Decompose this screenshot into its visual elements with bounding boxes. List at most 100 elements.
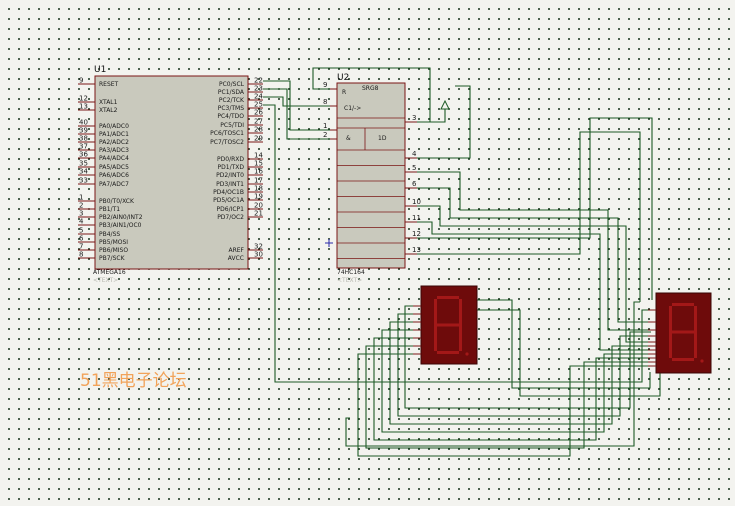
u1-pin-number: 1 bbox=[79, 194, 83, 202]
seg7-segment bbox=[694, 306, 697, 332]
u1-pin-name: AREF bbox=[228, 247, 244, 254]
u1-ref-label: U1 bbox=[94, 65, 106, 75]
seg7-segment bbox=[672, 303, 694, 306]
u1-pin-number: 21 bbox=[254, 210, 263, 218]
u1-pin-name: PD7/OC2 bbox=[217, 214, 244, 221]
u2-ref-label: U2 bbox=[337, 73, 349, 83]
seg7-display-1[interactable] bbox=[413, 285, 478, 365]
seg7-display-2[interactable] bbox=[648, 292, 712, 374]
u1-pin-number: 2 bbox=[79, 202, 83, 210]
u1-pin-name: PC7/TOSC2 bbox=[210, 139, 244, 146]
u1-pin-number: 26 bbox=[254, 109, 263, 117]
u1-pin-name: XTAL2 bbox=[99, 107, 118, 114]
u1-pin-name: PC0/SCL bbox=[219, 81, 245, 88]
u2-reset-label: R bbox=[342, 89, 346, 96]
u1-pin-number: 33 bbox=[79, 177, 88, 185]
u1-pin-name: PC3/TMS bbox=[218, 105, 244, 112]
seg7-segment bbox=[669, 306, 672, 332]
forum-watermark: 51黑电子论坛 bbox=[80, 371, 187, 391]
u1-pin-name: PA0/ADC0 bbox=[99, 123, 129, 130]
u1-pin-number: 18 bbox=[254, 185, 263, 193]
u1-pin-number: 16 bbox=[254, 168, 263, 176]
u1-pin-name: PB3/AIN1/OC0 bbox=[99, 222, 142, 229]
seg7-segment bbox=[672, 330, 694, 334]
u1-pin-name: PC1/SDA bbox=[218, 89, 245, 96]
u2-pin-number: 5 bbox=[412, 164, 416, 172]
u1-pin-name: PA3/ADC3 bbox=[99, 147, 129, 154]
u1-pin-number: 40 bbox=[79, 119, 88, 127]
u1-pin-number: 37 bbox=[79, 143, 88, 151]
u1-pin-name: PD1/TXD bbox=[218, 164, 245, 171]
u1-pin-number: 23 bbox=[254, 85, 263, 93]
u1-pin-name: PA6/ADC6 bbox=[99, 172, 129, 179]
u1-pin-name: PA5/ADC5 bbox=[99, 164, 129, 171]
seg7-decimal-point bbox=[465, 352, 469, 356]
u1-text-placeholder: <TEXT> bbox=[93, 277, 118, 284]
u1-pin-number: 35 bbox=[79, 160, 88, 168]
u1-pin-number: 17 bbox=[254, 177, 263, 185]
u1-pin-name: PD4/OC1B bbox=[213, 189, 244, 196]
u1-pin-number: 8 bbox=[79, 251, 83, 259]
u2-srg8-label: SRG8 bbox=[362, 85, 379, 92]
u1-pin-name: PD5/OC1A bbox=[213, 197, 245, 204]
u1-pin-number: 12 bbox=[79, 95, 88, 103]
u1-pin-number: 3 bbox=[79, 210, 83, 218]
u2-pin-number: 13 bbox=[412, 246, 421, 254]
u1-pin-name: PC6/TOSC1 bbox=[210, 130, 244, 137]
u1-pin-number: 36 bbox=[79, 151, 88, 159]
u1-pin-name: PA4/ADC4 bbox=[99, 155, 129, 162]
seg7-segment bbox=[437, 296, 459, 299]
u1-pin-number: 25 bbox=[254, 101, 263, 109]
u1-pin-name: PB4/SS bbox=[99, 231, 120, 238]
u1-pin-number: 39 bbox=[79, 127, 88, 135]
u1-pin-number: 32 bbox=[254, 243, 263, 251]
u2-text-placeholder: <TEXT> bbox=[337, 277, 362, 284]
u2-pin-number: 1 bbox=[323, 122, 327, 130]
u1-pin-number: 20 bbox=[254, 202, 263, 210]
u1-pin-name: PA7/ADC7 bbox=[99, 181, 129, 188]
seg7-segment bbox=[669, 332, 672, 358]
seg7-segment bbox=[459, 299, 462, 325]
u2-and-label: & bbox=[346, 135, 351, 142]
u1-pin-name: AVCC bbox=[228, 255, 244, 262]
u1-pin-name: PB1/T1 bbox=[99, 206, 120, 213]
u1-body[interactable] bbox=[94, 75, 249, 270]
u2-clock-label: C1/-> bbox=[344, 105, 361, 112]
u1-pin-name: PB6/MISO bbox=[99, 247, 128, 254]
u1-pin-number: 34 bbox=[79, 168, 88, 176]
wire-net[interactable] bbox=[263, 67, 661, 457]
u1-pin-name: XTAL1 bbox=[99, 99, 118, 106]
seg7-segment bbox=[437, 323, 459, 327]
u2-pin-number: 11 bbox=[412, 214, 421, 222]
u1-pin-name: PA1/ADC1 bbox=[99, 131, 129, 138]
u1-pin-name: PD0/RXD bbox=[217, 156, 244, 163]
seg7-segment bbox=[437, 351, 459, 354]
seg7-segment bbox=[434, 299, 437, 325]
u2-pin-number: 2 bbox=[323, 131, 327, 139]
u2-pin-number: 10 bbox=[412, 198, 421, 206]
u2-pin-number: 3 bbox=[412, 114, 416, 122]
u1-pin-number: 30 bbox=[254, 251, 263, 259]
u1-pin-name: PB0/T0/XCK bbox=[99, 198, 135, 205]
u1-pin-number: 22 bbox=[254, 77, 263, 85]
u2-body[interactable] bbox=[336, 82, 406, 269]
u1-part-label: ATMEGA16 bbox=[93, 269, 126, 276]
u1-pin-name: PC4/TDO bbox=[217, 113, 244, 120]
u1-pin-name: PB2/AIN0/INT2 bbox=[99, 214, 143, 221]
seg7-segment bbox=[434, 325, 437, 351]
u1-pin-number: 19 bbox=[254, 193, 263, 201]
u1-pin-number: 15 bbox=[254, 160, 263, 168]
u2-pin-number: 12 bbox=[412, 230, 421, 238]
u1-pin-name: PD3/INT1 bbox=[216, 181, 244, 188]
u2-data-label: 1D bbox=[378, 135, 387, 142]
u1-pin-number: 38 bbox=[79, 135, 88, 143]
u2-pin-number: 6 bbox=[412, 180, 417, 188]
u1-pin-name: PB5/MOSI bbox=[99, 239, 128, 246]
seg7-decimal-point bbox=[700, 359, 704, 363]
